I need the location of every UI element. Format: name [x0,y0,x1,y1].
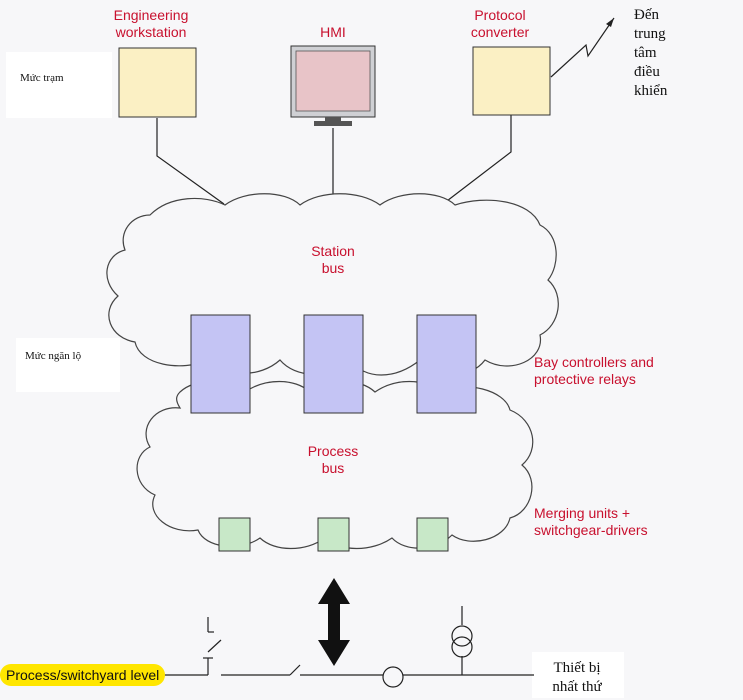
current-transformer-icon [382,666,404,688]
process-level-badge: Process/switchyard level [0,664,166,686]
bay-level-box [16,338,120,392]
station-level-label: Mức trạm [20,72,64,84]
hmi-label: HMI [320,24,346,40]
control-center-link [550,17,615,78]
engineering-workstation-box [118,47,197,118]
converter-connector [442,114,512,205]
protocol-converter-box [472,46,551,116]
engineering-workstation-label: Engineering workstation [113,7,189,40]
merging-units-label: Merging units + switchgear-drivers [534,505,648,538]
protocol-converter-label: Protocol converter [470,7,530,40]
bay-controller-1 [190,314,251,414]
primary-equipment-box [532,652,624,698]
bay-level-label: Mức ngăn lộ [25,350,82,362]
top-connectors [156,17,615,205]
station-bus-label: Station bus [311,243,355,276]
merging-unit-2 [317,517,350,552]
bay-controller-3 [416,314,477,414]
bay-controllers-label: Bay controllers and protective relays [534,354,654,387]
voltage-transformer-icon [451,625,473,658]
bay-controller-2 [303,314,364,414]
station-level-box [6,52,112,118]
hmi-monitor-icon [290,45,376,126]
primary-equipment-label: Thiết bị nhất thứ [552,660,602,695]
bidirectional-arrow [318,578,350,666]
workstation-connector [156,118,225,205]
merging-unit-1 [218,517,251,552]
merging-unit-3 [416,517,449,552]
control-center-label: Đến trung tâm điều khiển [634,7,668,99]
control-center-arrowhead [606,18,614,27]
process-bus-label: Process bus [307,443,359,476]
